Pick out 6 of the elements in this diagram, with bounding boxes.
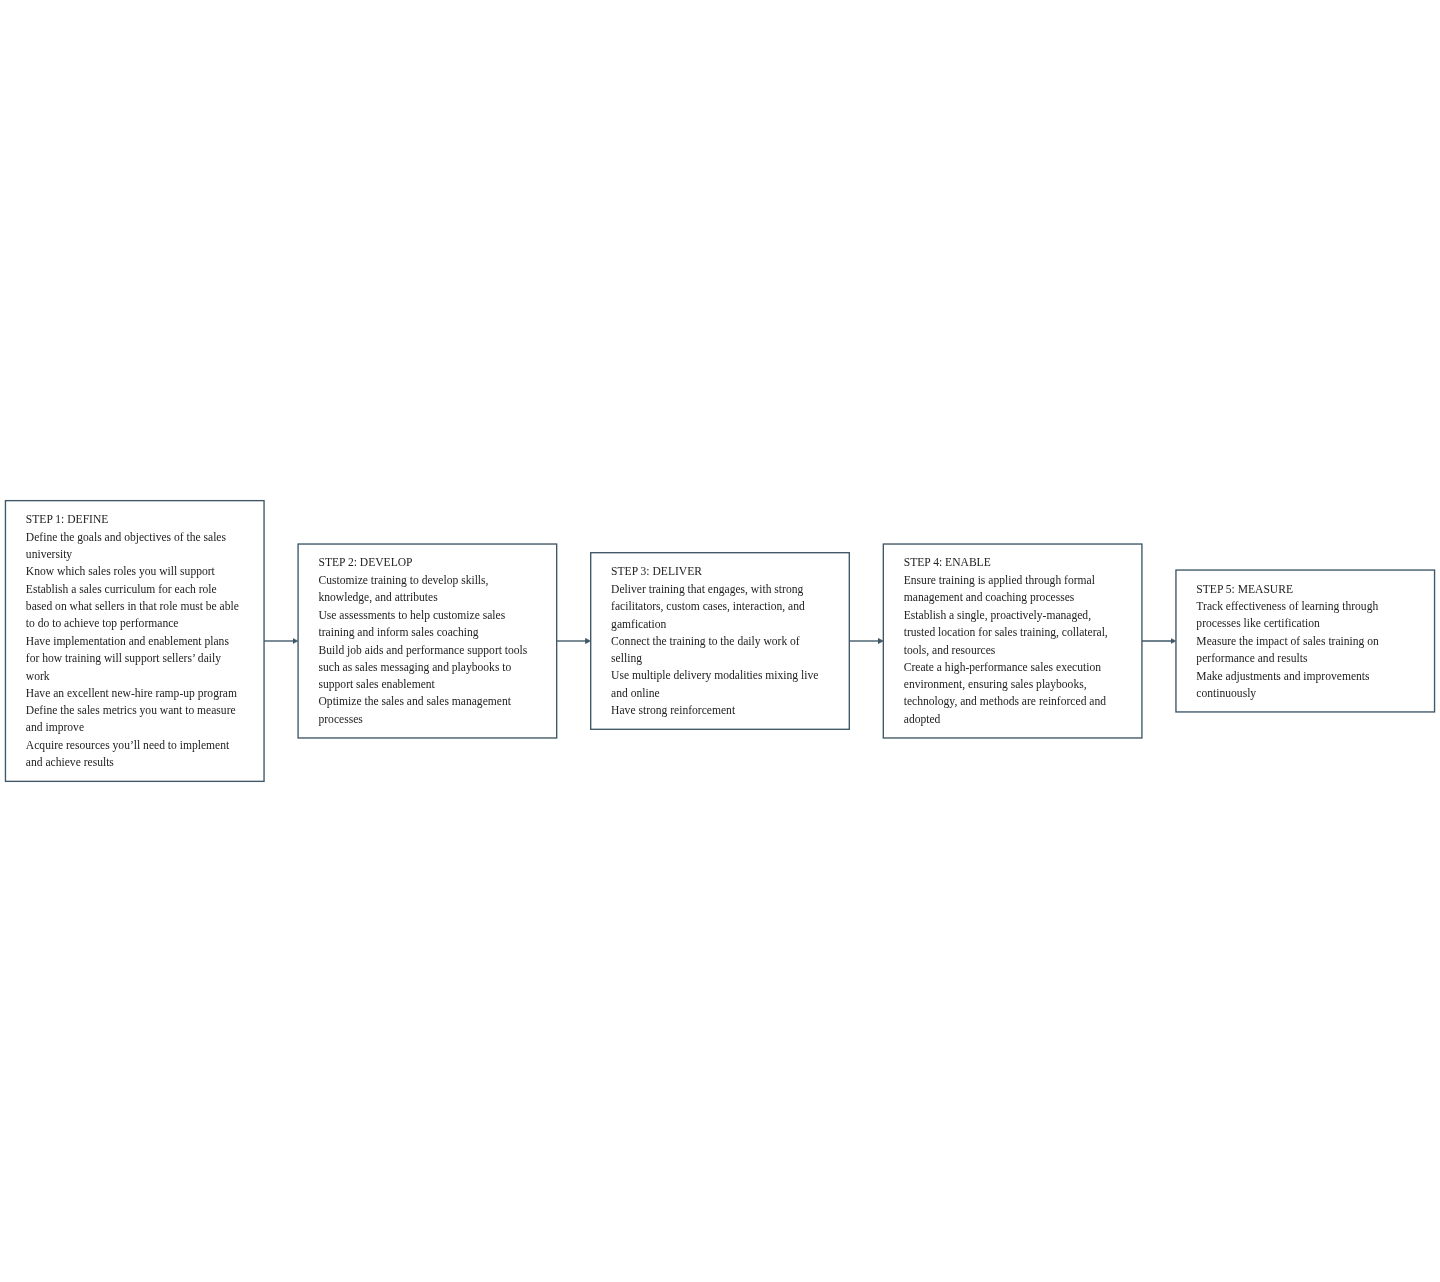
- node-box: STEP 1: DEFINE Define the goals and objectives of the sales university Know which sales roles you will support Establish a sales curriculum for each role based on what sellers in that role must be able to do to achieve top performance Have implementation and enablement plans for how training will support sellers’ daily work Have an excellent new-hire ramp-up program Define the sales metrics you want to measure and improve Acquire resources you’ll need to implement and achieve results: [4, 499, 265, 783]
- node-box: STEP 2: DEVELOP Customize training to develop skills, knowledge, and attributes Use assessments to help customize sales training and inform sales coaching Build job aids and performance support tools such as sales messaging and playbooks to support sales enablement Optimize the sales and sales management processes: [297, 543, 558, 739]
- arrow: [556, 638, 591, 644]
- node-box: STEP 3: DELIVER Deliver training that engages, with strong facilitators, custom cases, interaction, and gamfication Connect the training to the daily work of selling Use multiple delivery modalities mixing live and online Have strong reinforcement: [590, 552, 850, 730]
- node-box: STEP 5: MEASURE Track effectiveness of learning through processes like certification Measure the impact of sales training on performance and results Make adjustments and improvements continuously: [1175, 569, 1436, 713]
- node-box: STEP 4: ENABLE Ensure training is applied through formal management and coaching processes Establish a single, proactively-managed, trusted location for sales training, collateral, tools, and resources Create a high-performance sales execution environment, ensuring sales playbooks, technology, and methods are reinforced and adopted: [882, 543, 1143, 739]
